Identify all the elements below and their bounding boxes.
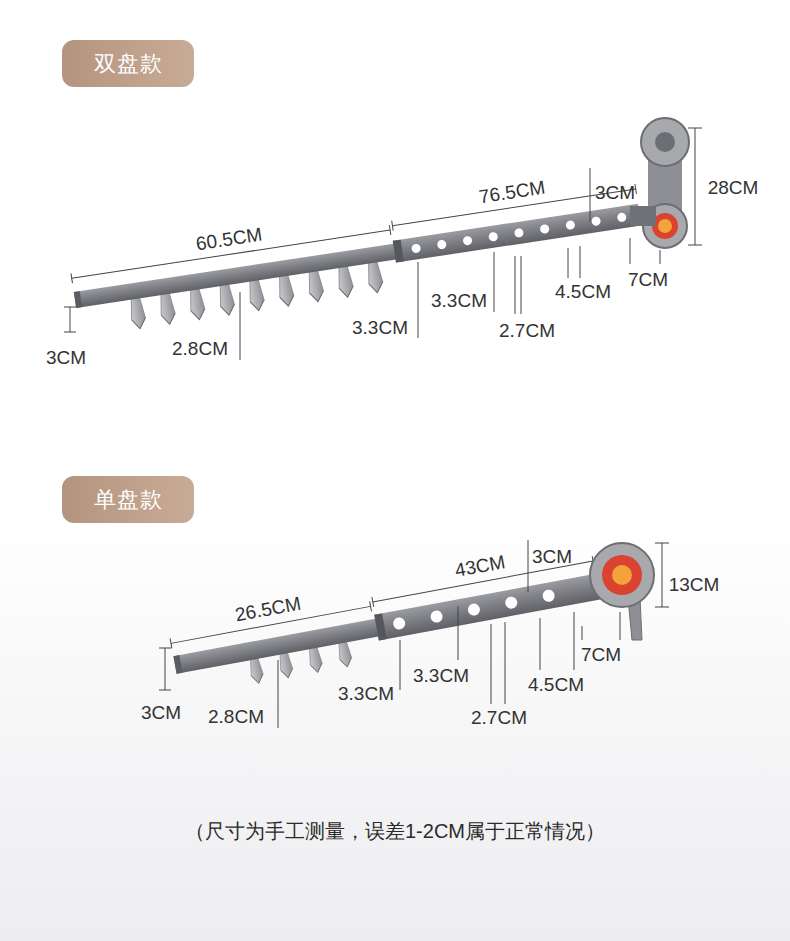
dimension-label: 76.5CM <box>478 178 547 207</box>
badge-text: 双盘款 <box>94 49 163 79</box>
dimension-label: 4.5CM <box>555 282 611 301</box>
dimension-label: 3CM <box>46 348 86 367</box>
dimension-label: 13CM <box>669 575 720 594</box>
dimension-label: 2.8CM <box>172 339 228 358</box>
dimension-label: 2.7CM <box>499 321 555 340</box>
dimension-label: 2.7CM <box>471 708 527 727</box>
dimension-label: 3.3CM <box>352 318 408 337</box>
dimension-label: 7CM <box>581 645 621 664</box>
dimension-label: 3.3CM <box>431 291 487 310</box>
dimension-label: 26.5CM <box>234 594 303 625</box>
dimension-label: 7CM <box>628 270 668 289</box>
dimension-label: 3CM <box>532 547 572 566</box>
dimension-label: 4.5CM <box>528 675 584 694</box>
category-badge: 双盘款 <box>62 40 194 87</box>
dimension-label: 2.8CM <box>208 707 264 726</box>
note-caption: （尺寸为手工测量，误差1-2CM属于正常情况） <box>185 821 605 841</box>
dimension-label: 43CM <box>453 552 506 580</box>
dimension-label: 3CM <box>141 703 181 722</box>
badge-text: 单盘款 <box>94 485 163 515</box>
dimension-label: 3CM <box>595 183 635 202</box>
dimension-label: 3.3CM <box>413 666 469 685</box>
category-badge: 单盘款 <box>62 476 194 523</box>
dimension-label: 60.5CM <box>195 225 264 254</box>
dimension-label: 3.3CM <box>338 684 394 703</box>
dimension-label: 28CM <box>708 178 759 197</box>
